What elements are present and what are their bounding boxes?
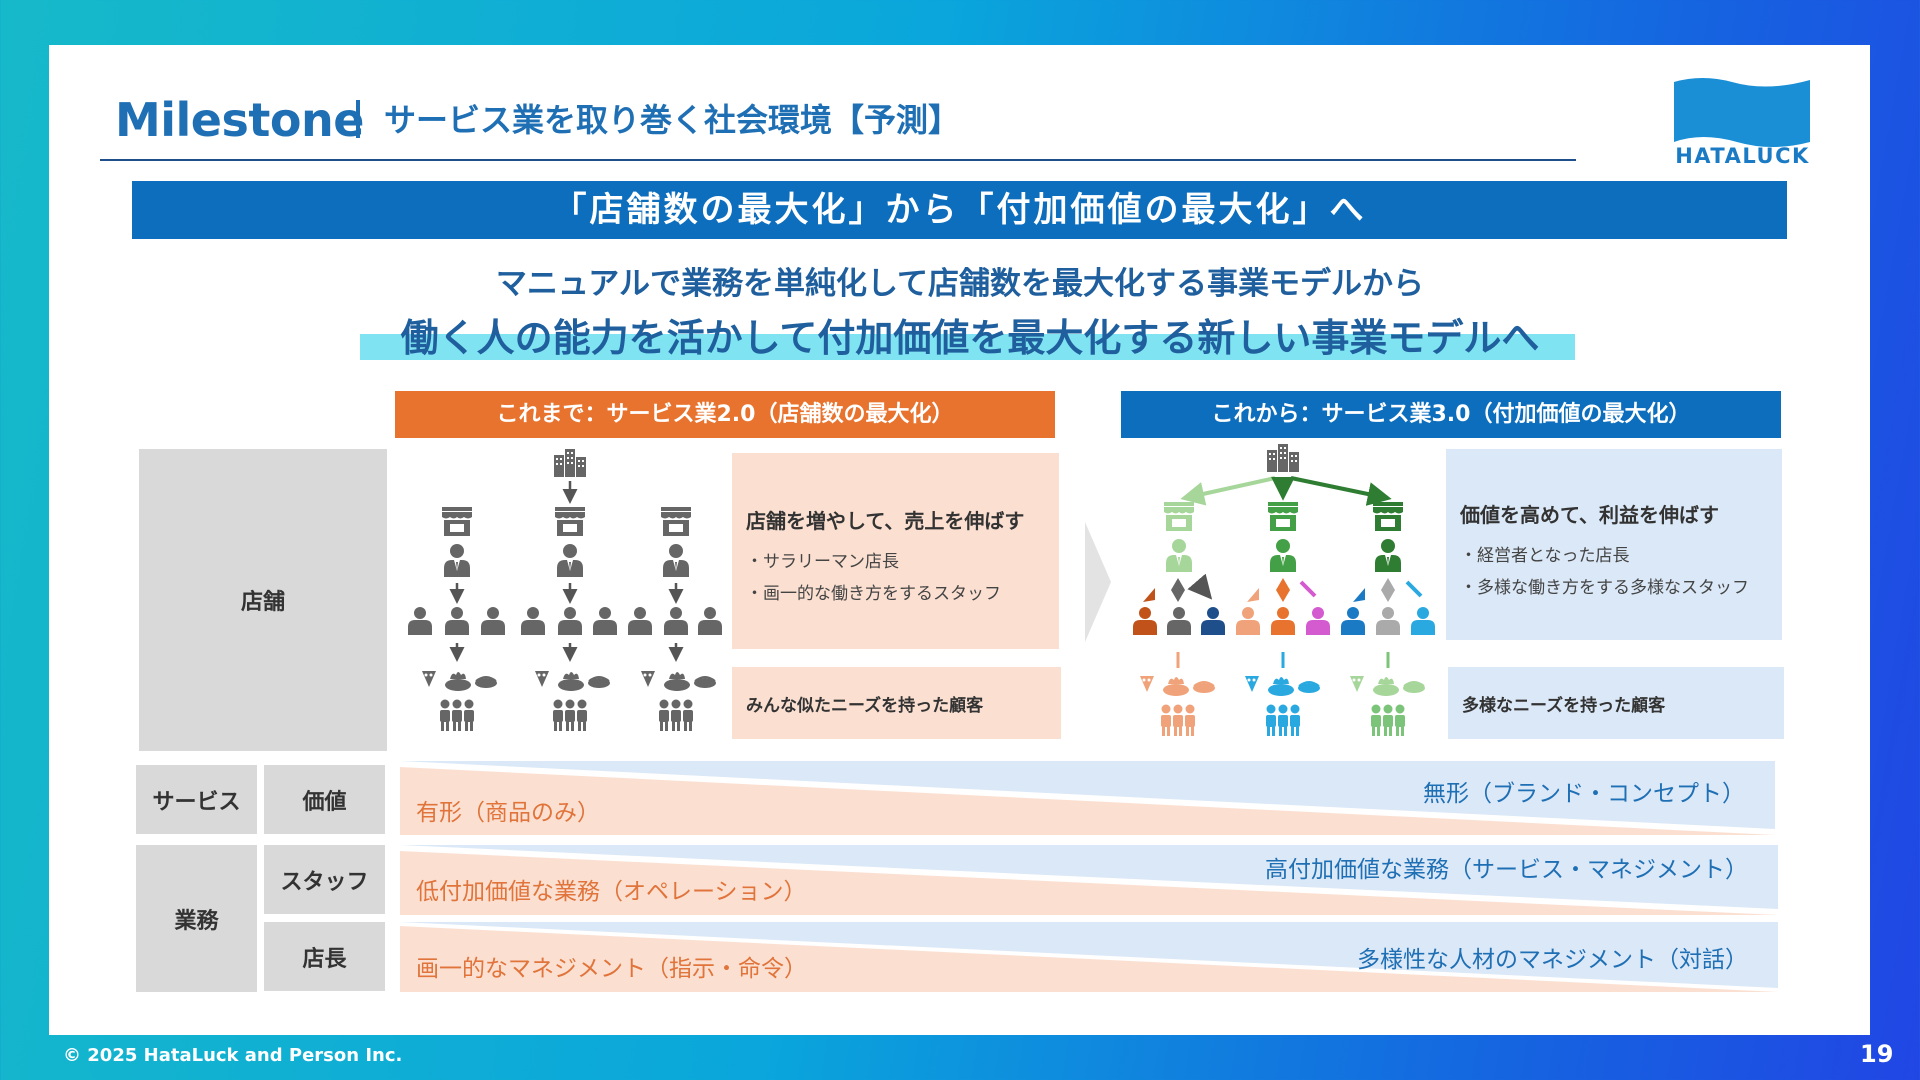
comparison-row-staff: 低付加価値な業務（オペレーション） 高付加価値な業務（サービス・マネジメント） xyxy=(400,845,1778,915)
column-header-after: これから：サービス業3.0（付加価値の最大化） xyxy=(1121,391,1781,438)
before-description-item: ・サラリーマン店長 xyxy=(746,552,899,572)
before-customer-box: みんな似たニーズを持った顧客 xyxy=(732,667,1061,739)
staff-icon xyxy=(1341,607,1365,635)
staff-left-label: 低付加価値な業務（オペレーション） xyxy=(416,879,807,905)
row-label-staff: スタッフ xyxy=(264,845,385,914)
after-description-item: ・経営者となった店長 xyxy=(1460,546,1630,566)
row-label-manager: 店長 xyxy=(264,922,385,991)
after-customer-box: 多様なニーズを持った顧客 xyxy=(1448,667,1784,739)
staff-icon xyxy=(408,607,432,635)
diverse-arrows xyxy=(1143,573,1423,602)
staff-icon xyxy=(1201,607,1225,635)
before-description-title: 店舗を増やして、売上を伸ばす xyxy=(746,509,1025,533)
staff-icon xyxy=(445,607,469,635)
logo-wordmark: HATALUCK xyxy=(1675,144,1810,168)
manager-icon xyxy=(1166,539,1192,572)
highlight-bar xyxy=(360,334,1575,360)
staff-icon xyxy=(698,607,722,635)
staff-icon xyxy=(1306,607,1330,635)
page-subtitle: サービス業を取り巻く社会環境【予測】 xyxy=(384,101,961,139)
staff-icon xyxy=(1167,607,1191,635)
staff-icon xyxy=(521,607,545,635)
hataluck-logo-icon xyxy=(1674,78,1810,147)
staff-icon xyxy=(1411,607,1435,635)
copyright-text: © 2025 HataLuck and Person Inc. xyxy=(63,1045,403,1066)
row-label-service: サービス xyxy=(136,765,257,834)
food-icon xyxy=(421,670,498,692)
shop-icon xyxy=(1373,502,1403,531)
food-icon xyxy=(1244,675,1321,697)
comparison-gradient-value xyxy=(400,761,1775,835)
staff-icon xyxy=(628,607,652,635)
after-illustration xyxy=(1133,444,1435,736)
after-description-title: 価値を高めて、利益を伸ばす xyxy=(1460,503,1719,527)
shop-icon xyxy=(1164,502,1194,531)
food-icon xyxy=(1349,675,1426,697)
headline-banner: 「店舗数の最大化」から「付加価値の最大化」へ xyxy=(132,181,1787,239)
staff-icon xyxy=(1271,607,1295,635)
customers-icon xyxy=(659,699,693,731)
manager-left-label: 画一的なマネジメント（指示・命令） xyxy=(416,956,807,982)
headquarters-icon xyxy=(1267,444,1299,472)
row-label-store: 店舗 xyxy=(139,449,387,751)
staff-icon xyxy=(558,607,582,635)
before-description: 店舗を増やして、売上を伸ばす ・サラリーマン店長 ・画一的な働き方をするスタッフ xyxy=(732,453,1059,649)
comparison-row-manager: 画一的なマネジメント（指示・命令） 多様性な人材のマネジメント（対話） xyxy=(400,922,1778,992)
staff-icon xyxy=(1376,607,1400,635)
manager-icon xyxy=(1375,539,1401,572)
lead-line-2: 働く人の能力を活かして付加価値を最大化する新しい事業モデルへ xyxy=(400,316,1540,360)
staff-icon xyxy=(664,607,688,635)
chevron-right-icon xyxy=(1085,522,1111,642)
row-label-value: 価値 xyxy=(264,765,385,834)
value-left-label: 有形（商品のみ） xyxy=(416,800,600,826)
headquarters-icon xyxy=(554,449,586,477)
shop-icon xyxy=(555,507,585,536)
shop-icon xyxy=(661,507,691,536)
comparison-gradient-staff xyxy=(400,845,1778,915)
value-right-label: 無形（ブランド・コンセプト） xyxy=(1423,781,1745,807)
manager-right-label: 多様性な人材のマネジメント（対話） xyxy=(1357,947,1748,973)
title-separator xyxy=(356,100,360,138)
manager-icon xyxy=(557,544,583,577)
column-header-before: これまで：サービス業2.0（店舗数の最大化） xyxy=(395,391,1055,438)
customers-icon xyxy=(440,699,474,731)
manager-icon xyxy=(663,544,689,577)
page-title: Milestone xyxy=(115,93,364,147)
customers-icon xyxy=(1371,704,1405,736)
staff-icon xyxy=(593,607,617,635)
customers-icon xyxy=(553,699,587,731)
staff-icon xyxy=(481,607,505,635)
shop-icon xyxy=(442,507,472,536)
after-description-item: ・多様な働き方をする多様なスタッフ xyxy=(1460,578,1749,598)
customers-icon xyxy=(1161,704,1195,736)
before-illustration xyxy=(408,449,722,731)
comparison-row-value: 有形（商品のみ） 無形（ブランド・コンセプト） xyxy=(400,761,1775,837)
staff-right-label: 高付加価値な業務（サービス・マネジメント） xyxy=(1265,857,1748,883)
after-description: 価値を高めて、利益を伸ばす ・経営者となった店長 ・多様な働き方をする多様なスタ… xyxy=(1446,449,1782,640)
manager-icon xyxy=(444,544,470,577)
food-icon xyxy=(1139,675,1216,697)
before-description-item: ・画一的な働き方をするスタッフ xyxy=(746,584,1001,604)
manager-icon xyxy=(1270,539,1296,572)
customers-icon xyxy=(1266,704,1300,736)
shop-icon xyxy=(1268,502,1298,531)
row-label-work: 業務 xyxy=(136,845,257,992)
staff-icon xyxy=(1236,607,1260,635)
lead-line-1: マニュアルで業務を単純化して店舗数を最大化する事業モデルから xyxy=(495,266,1425,302)
comparison-gradient-manager xyxy=(400,922,1778,992)
staff-icon xyxy=(1133,607,1157,635)
title-underline xyxy=(100,159,1576,161)
food-icon xyxy=(640,670,717,692)
page-number: 19 xyxy=(1860,1040,1894,1068)
food-icon xyxy=(534,670,611,692)
